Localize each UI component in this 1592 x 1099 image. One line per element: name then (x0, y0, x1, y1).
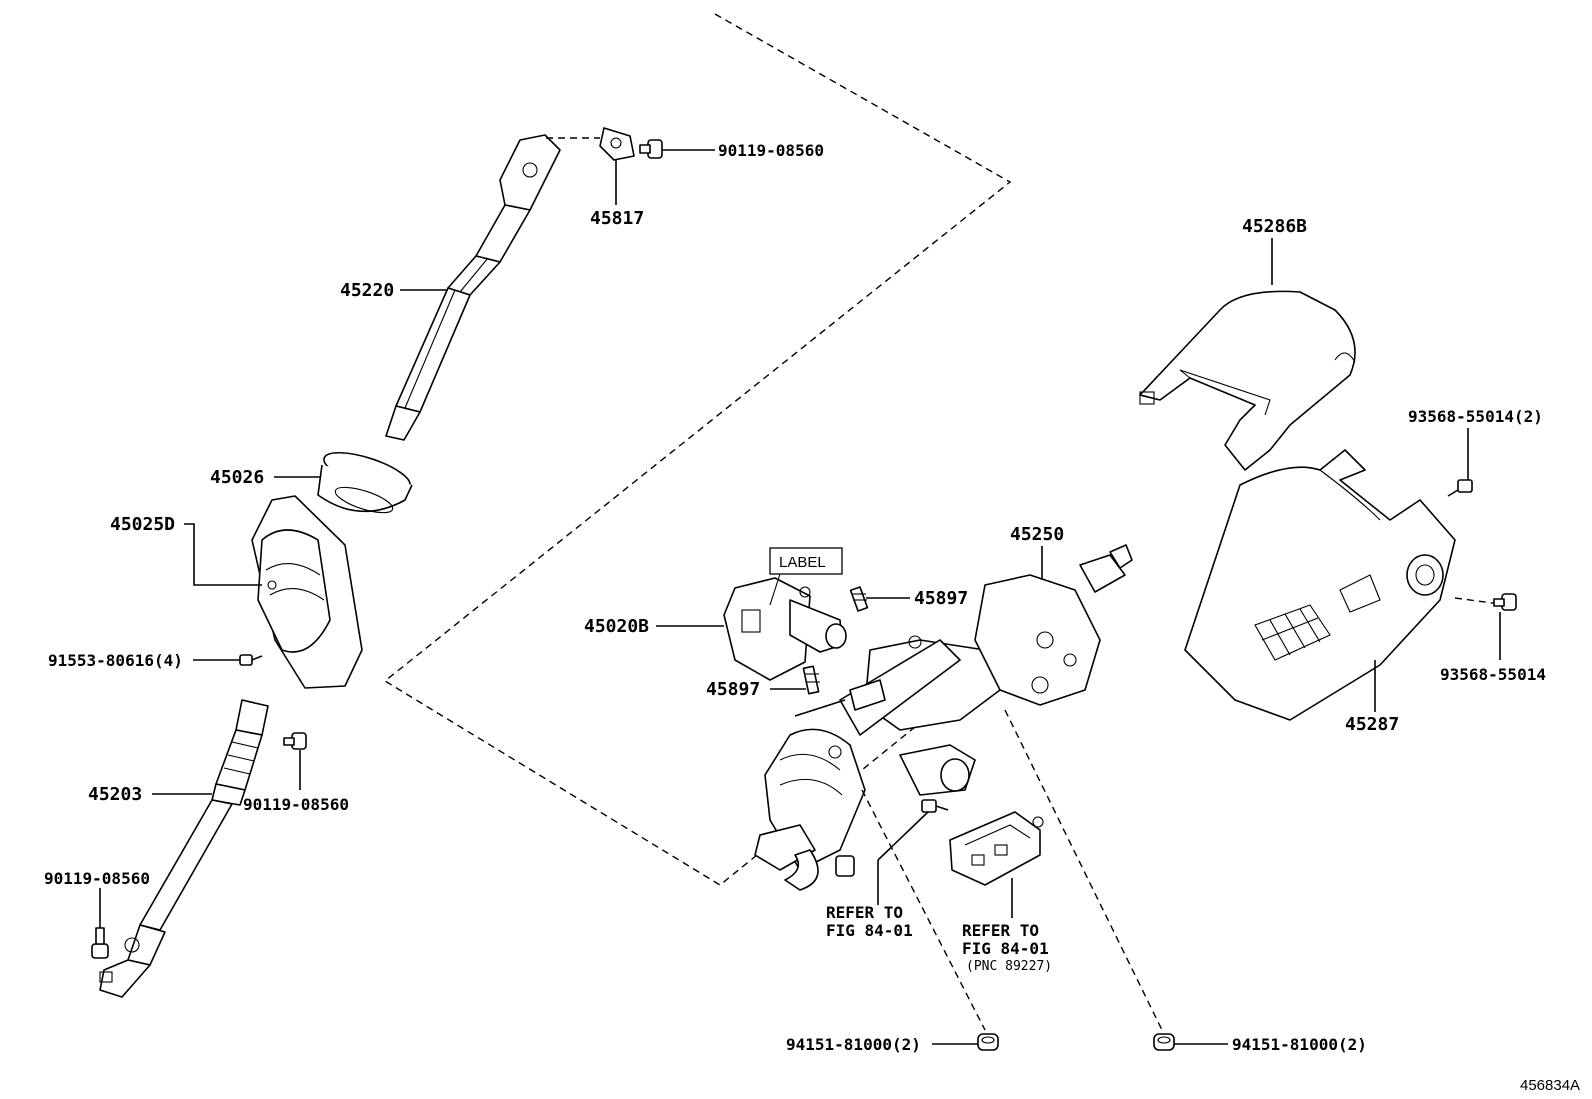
lower-shaft-45203-part[interactable] (99, 699, 269, 998)
callout-45817: 45817 (590, 208, 644, 229)
lower-cover-45287-part[interactable] (1184, 449, 1456, 721)
refer1-line2: FIG 84-01 (826, 921, 913, 940)
callout-93568-2: 93568-55014(2) (1408, 407, 1543, 426)
refer1-line1: REFER TO (826, 903, 903, 922)
label-tag-text: LABEL (779, 554, 826, 571)
diagram-id: 456834A (1520, 1077, 1580, 1094)
cover-screw-a-part[interactable] (1447, 479, 1473, 497)
callout-45897-b: 45897 (706, 679, 760, 700)
upper-cover-45286b-part[interactable] (1139, 290, 1356, 471)
callout-45250: 45250 (1010, 524, 1064, 545)
plate-45817-part[interactable] (599, 127, 635, 161)
bolt-low-part[interactable] (91, 927, 109, 959)
bolt-91553-part[interactable] (239, 654, 263, 666)
nut-left-part[interactable] (977, 1033, 999, 1051)
label-tag: LABEL (769, 547, 843, 606)
ecu-bracket-part[interactable] (949, 811, 1044, 886)
callout-45020B: 45020B (584, 616, 649, 637)
callout-45220: 45220 (340, 280, 394, 301)
callout-90119-mid: 90119-08560 (243, 795, 349, 814)
bolt-mid-part[interactable] (283, 732, 307, 750)
callout-93568: 93568-55014 (1440, 665, 1546, 684)
callout-45203: 45203 (88, 784, 142, 805)
callout-90119-low: 90119-08560 (44, 869, 150, 888)
refer2-line1: REFER TO (962, 921, 1039, 940)
shear-bolt-b-part[interactable] (802, 665, 820, 695)
callout-45025D: 45025D (110, 514, 175, 535)
callout-94151-right: 94151-81000(2) (1232, 1035, 1367, 1054)
bolt-top-part[interactable] (639, 139, 663, 159)
callout-90119-top: 90119-08560 (718, 141, 824, 160)
callout-45897-a: 45897 (914, 588, 968, 609)
steering-lock-45020b-part[interactable] (723, 577, 847, 681)
column-screw-part[interactable] (921, 799, 949, 813)
steering-column-45250-part[interactable] (754, 544, 1133, 891)
callout-91553: 91553-80616(4) (48, 651, 183, 670)
callout-45026: 45026 (210, 467, 264, 488)
boot-45025d-part[interactable] (251, 495, 363, 689)
callout-45286B: 45286B (1242, 216, 1307, 237)
callout-94151-left: 94151-81000(2) (786, 1035, 921, 1054)
bearing-45026-part[interactable] (317, 445, 414, 518)
nut-right-part[interactable] (1153, 1033, 1175, 1051)
refer2-line2: FIG 84-01 (962, 939, 1049, 958)
callout-45287: 45287 (1345, 714, 1399, 735)
cover-screw-b-part[interactable] (1493, 593, 1517, 611)
refer2-line3: (PNC 89227) (966, 959, 1052, 974)
intermediate-shaft-part[interactable] (385, 134, 561, 441)
shear-bolt-a-part[interactable] (849, 586, 869, 612)
